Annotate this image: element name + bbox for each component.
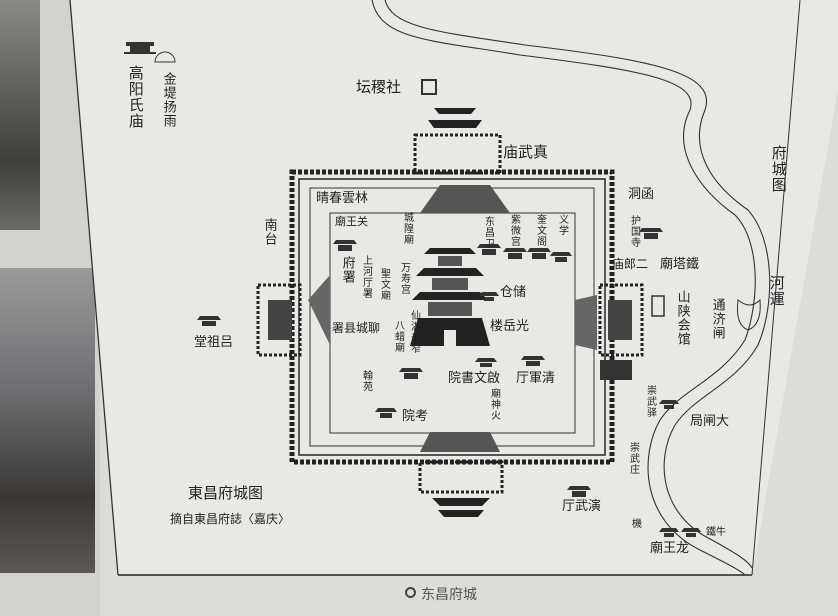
background-rooftops-photo — [0, 268, 95, 573]
building-icons — [124, 42, 701, 537]
label-chongwu-station: 崇武驿 — [644, 385, 656, 418]
label-granary: 仓储 — [500, 285, 527, 300]
label-canal: 河運 — [767, 275, 786, 307]
label-guangyue-tower: 楼岳光 — [490, 319, 530, 334]
south-ramp — [420, 432, 500, 452]
guangyue-tower-icon — [410, 248, 490, 346]
label-liaocheng-county-office: 署县城聊 — [332, 321, 381, 335]
sheet-left-border — [69, 0, 119, 576]
label-xianhu: 仙湖去窄 — [408, 310, 420, 354]
label-qiwen-academy: 院書文啟 — [448, 371, 501, 386]
canal-river — [371, 0, 771, 576]
label-donghe: 东昌卫 — [482, 216, 494, 249]
label-dazha-bureau: 局闸大 — [690, 414, 730, 429]
label-prefecture-office: 府署 — [339, 256, 355, 284]
label-lvzu-hall: 堂祖吕 — [194, 335, 234, 350]
map-title: 東昌府城图 — [188, 484, 264, 502]
label-qingjun-hall: 厅軍清 — [516, 371, 556, 386]
label-huguo-temple: 护国寺 — [628, 215, 640, 248]
label-yishu: 义学 — [556, 214, 568, 236]
label-ziqi: 紫微宫 — [508, 214, 520, 247]
label-nantai: 南台 — [261, 218, 277, 246]
label-tongji-lock: 通济闸 — [709, 298, 725, 340]
label-jindi: 金堤扬雨 — [160, 72, 176, 128]
label-confucian-temple: 聖文廟 — [378, 268, 390, 301]
label-zhenwu-temple: 庙武真 — [503, 143, 549, 161]
north-ramp — [420, 185, 510, 213]
label-shanghe-office: 上河厅署 — [360, 255, 372, 299]
east-gate-tower-icon — [608, 300, 632, 340]
label-bazha-temple: 八蜡廟 — [392, 320, 404, 353]
label-guanwang-temple: 廟王关 — [335, 215, 368, 228]
city-wall — [298, 178, 606, 456]
label-iron-ox: 鐵牛 — [706, 527, 726, 538]
bridge-icon — [737, 298, 761, 331]
label-iron-pagoda-temple: 廟塔鐵 — [660, 257, 700, 272]
east-ramp — [575, 295, 597, 350]
label-fucheng-map: 府城图 — [769, 145, 788, 193]
label-gaoyang-temple: 高阳氏庙 — [126, 65, 145, 129]
label-chenghuang-temple: 城隍廟 — [401, 212, 413, 245]
label-shanshan-guildhall: 山陕会馆 — [674, 290, 690, 346]
east-gate-enclosure — [598, 283, 644, 357]
west-gate-enclosure — [256, 283, 302, 357]
label-ji: 機 — [632, 519, 642, 530]
west-ramp — [308, 275, 330, 345]
map-source: 摘自東昌府誌〈嘉庆〉 — [170, 512, 291, 526]
east-steps — [600, 360, 632, 380]
label-hanhan: 洞函 — [628, 187, 655, 202]
label-examination-hall: 院考 — [402, 409, 429, 424]
label-erlang-temple: 庙郎二 — [612, 257, 649, 271]
label-chongwu-village: 崇武庄 — [627, 442, 639, 475]
caption-text: 东昌府城 — [421, 587, 477, 603]
south-gate-enclosure — [418, 460, 504, 494]
bullet-icon — [405, 587, 416, 598]
map-frame-right — [751, 0, 801, 576]
south-gate-tower-icon — [432, 498, 490, 517]
label-wanshou-palace: 万寿宫 — [398, 262, 410, 295]
north-gate-enclosure — [413, 133, 502, 175]
west-gate-tower-icon — [268, 300, 292, 340]
label-hanyuan: 翰苑 — [360, 370, 372, 392]
label-yanwu-hall: 厅武演 — [562, 499, 602, 514]
label-fire-god-temple: 廟神火 — [488, 388, 500, 421]
label-linyun: 晴春雲林 — [316, 191, 369, 206]
exhibit-caption: 东昌府城 — [405, 584, 477, 604]
background-wall-photo — [0, 0, 40, 230]
north-gate-tower-icon — [428, 100, 482, 128]
label-sheji-altar: 坛稷社 — [356, 78, 402, 96]
label-kuiwen: 奎文阁 — [534, 214, 546, 247]
label-longwang-temple: 廟王龙 — [650, 541, 690, 556]
